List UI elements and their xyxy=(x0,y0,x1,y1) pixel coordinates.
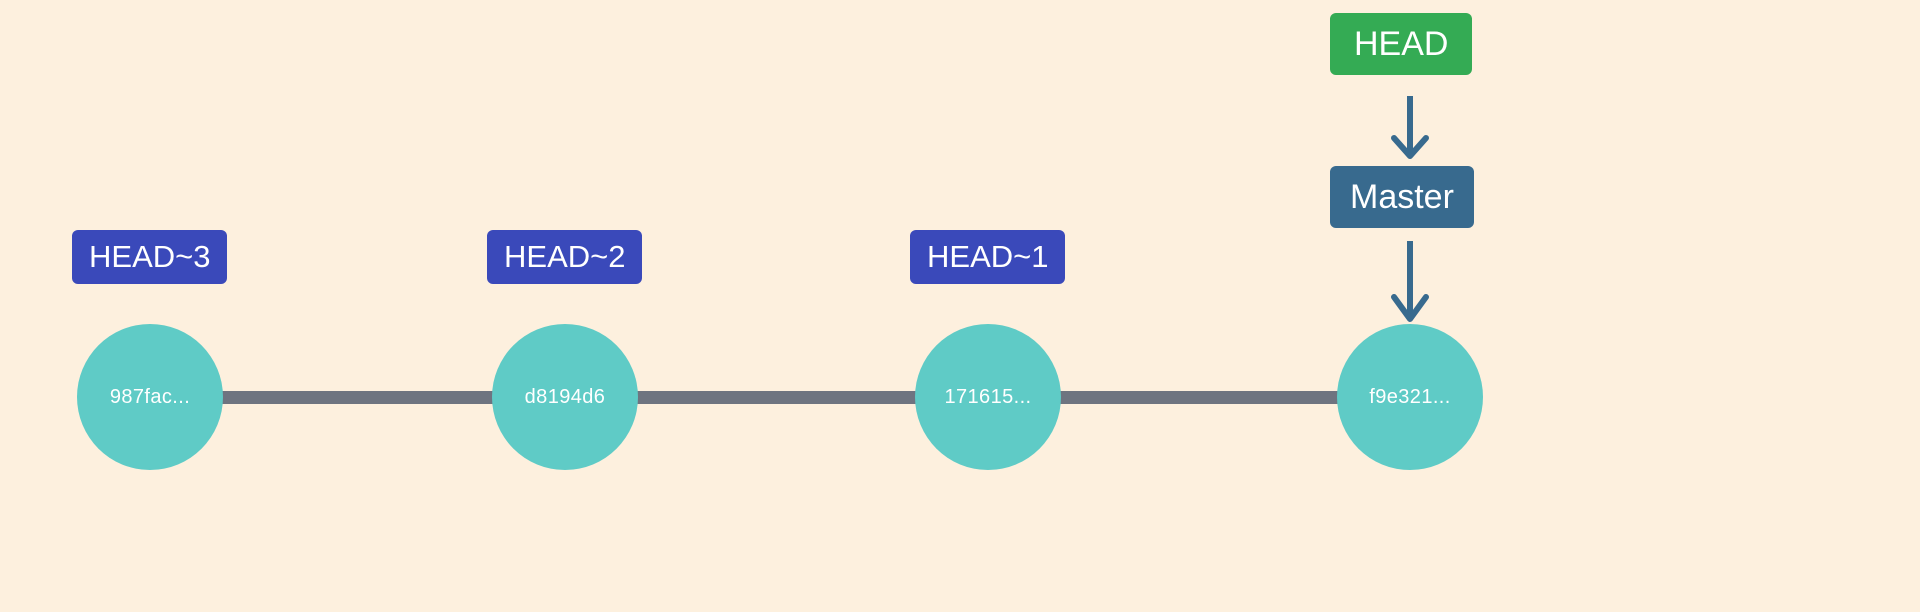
commit-hash-label: 171615... xyxy=(944,385,1032,408)
ref-badge-head-3[interactable]: HEAD~3 xyxy=(72,230,228,284)
commit-hash-label: 987fac... xyxy=(109,385,191,408)
branch-badge-master[interactable]: Master xyxy=(1330,166,1474,228)
commit-node[interactable]: d8194d6 xyxy=(492,324,638,470)
branch-badge-label: Master xyxy=(1350,177,1454,216)
ref-badge-head-2[interactable]: HEAD~2 xyxy=(487,230,643,284)
commit-node[interactable]: 171615... xyxy=(915,324,1061,470)
commit-connector-1 xyxy=(215,391,575,404)
ref-badge-label: HEAD~1 xyxy=(927,239,1049,274)
commit-connector-2 xyxy=(630,391,990,404)
commit-node[interactable]: 987fac... xyxy=(77,324,223,470)
ref-badge-head-1[interactable]: HEAD~1 xyxy=(910,230,1066,284)
commit-hash-label: f9e321... xyxy=(1369,385,1451,408)
arrow-down-icon xyxy=(1380,241,1440,323)
commit-node[interactable]: f9e321... xyxy=(1337,324,1483,470)
ref-badge-label: HEAD~3 xyxy=(89,239,211,274)
head-badge[interactable]: HEAD xyxy=(1330,13,1473,75)
ref-badge-label: HEAD~2 xyxy=(504,239,626,274)
commit-hash-label: d8194d6 xyxy=(524,385,606,408)
commit-connector-3 xyxy=(1052,391,1412,404)
head-badge-label: HEAD xyxy=(1354,24,1449,63)
arrow-down-icon xyxy=(1380,96,1440,160)
